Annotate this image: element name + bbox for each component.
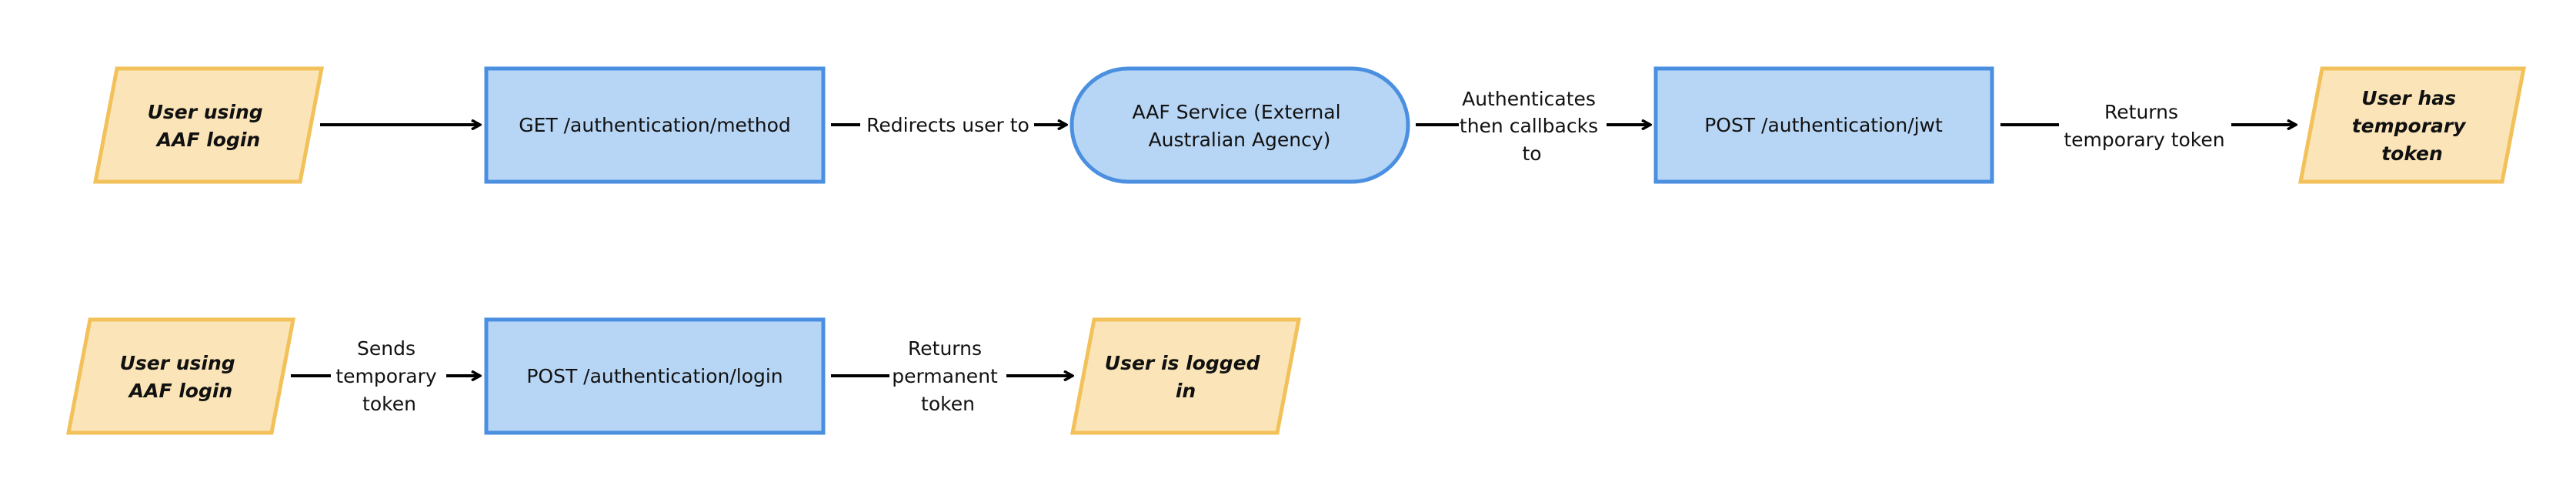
node-post-authentication-login: POST /authentication/login	[484, 317, 826, 435]
node-user-is-logged-in: User is logged in	[1069, 317, 1302, 435]
node-user-using-aaf-login-row1: User using AAF login	[92, 66, 325, 184]
node-post-authentication-jwt: POST /authentication/jwt	[1653, 66, 1994, 184]
node-label: User is logged in	[1105, 352, 1266, 402]
node-user-has-temporary-token: User has temporary token	[2297, 66, 2527, 184]
node-label: AAF Service (External Australian Agency)	[1133, 101, 1347, 151]
node-label: User using AAF login	[148, 101, 270, 151]
node-label: GET /authentication/method	[519, 114, 791, 136]
edge-label-sends-temporary: Sends temporary token	[335, 337, 442, 415]
node-label: User has temporary token	[2352, 87, 2473, 165]
edge-label-returns-temporary: Returns temporary token	[2064, 101, 2224, 151]
node-label: User using AAF login	[120, 352, 242, 402]
node-user-using-aaf-login-row2: User using AAF login	[65, 317, 296, 435]
edge-label-redirect: Redirects user to	[866, 114, 1029, 136]
node-label: POST /authentication/jwt	[1704, 114, 1943, 136]
node-label: POST /authentication/login	[526, 365, 782, 387]
node-aaf-service: AAF Service (External Australian Agency)	[1069, 66, 1410, 184]
node-get-authentication-method: GET /authentication/method	[484, 66, 826, 184]
edge-label-authenticates: Authenticates then callbacks to	[1460, 88, 1604, 165]
edge-label-returns-permanent: Returns permanent token	[892, 337, 1004, 415]
